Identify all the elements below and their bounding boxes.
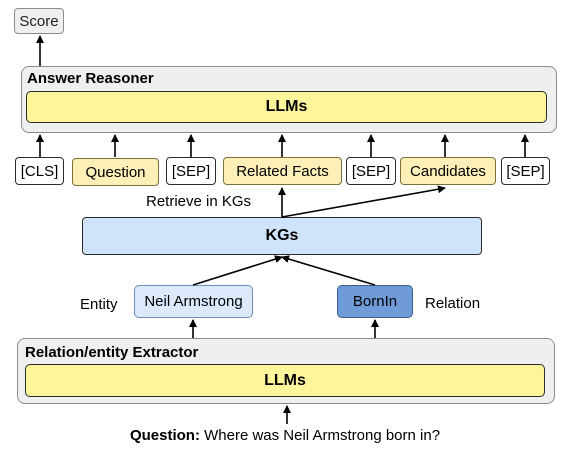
relation-box: BornIn bbox=[337, 285, 413, 318]
token-sep-2: [SEP] bbox=[346, 157, 396, 185]
entity-value: Neil Armstrong bbox=[144, 293, 243, 310]
relation-caption: Relation bbox=[425, 295, 481, 312]
token-candidates-label: Candidates bbox=[410, 162, 486, 180]
token-candidates: Candidates bbox=[400, 157, 496, 185]
token-sep-1: [SEP] bbox=[166, 157, 216, 185]
arrow-entity-to-kg bbox=[192, 255, 283, 286]
token-cls-label: [CLS] bbox=[20, 162, 59, 180]
question-text: Where was Neil Armstrong born in? bbox=[199, 427, 441, 444]
token-related-facts-label: Related Facts bbox=[236, 162, 329, 180]
kg-label: KGs bbox=[265, 227, 299, 244]
arrow-relation-to-kg bbox=[281, 255, 376, 286]
question-prefix: Question: bbox=[129, 427, 200, 444]
question-line: Question: Where was Neil Armstrong born … bbox=[0, 427, 570, 444]
token-question: Question bbox=[72, 158, 159, 186]
retrieve-label: Retrieve in KGs bbox=[146, 193, 252, 210]
token-sep-1-label: [SEP] bbox=[171, 162, 211, 180]
arrow-kg-to-candidates bbox=[281, 185, 446, 218]
token-question-label: Question bbox=[85, 163, 146, 181]
token-sep-3-label: [SEP] bbox=[506, 162, 545, 180]
answer-reasoner-title: Answer Reasoner bbox=[27, 70, 154, 87]
token-related-facts: Related Facts bbox=[223, 157, 342, 185]
extractor-panel: Relation/entity Extractor LLMs bbox=[17, 338, 555, 404]
score-box: Score bbox=[14, 8, 64, 34]
token-sep-2-label: [SEP] bbox=[351, 162, 391, 180]
token-sep-3: [SEP] bbox=[501, 157, 550, 185]
answer-reasoner-llm-label: LLMs bbox=[265, 98, 308, 115]
kg-box: KGs bbox=[82, 217, 482, 255]
extractor-llm-label: LLMs bbox=[264, 371, 306, 389]
entity-caption: Entity bbox=[80, 296, 118, 313]
token-cls: [CLS] bbox=[15, 157, 64, 185]
answer-reasoner-llm: LLMs bbox=[26, 91, 547, 123]
relation-value: BornIn bbox=[352, 293, 398, 310]
extractor-llm: LLMs bbox=[25, 364, 545, 397]
extractor-title: Relation/entity Extractor bbox=[25, 344, 199, 361]
score-label: Score bbox=[19, 12, 59, 30]
answer-reasoner-panel: Answer Reasoner LLMs bbox=[21, 66, 557, 133]
